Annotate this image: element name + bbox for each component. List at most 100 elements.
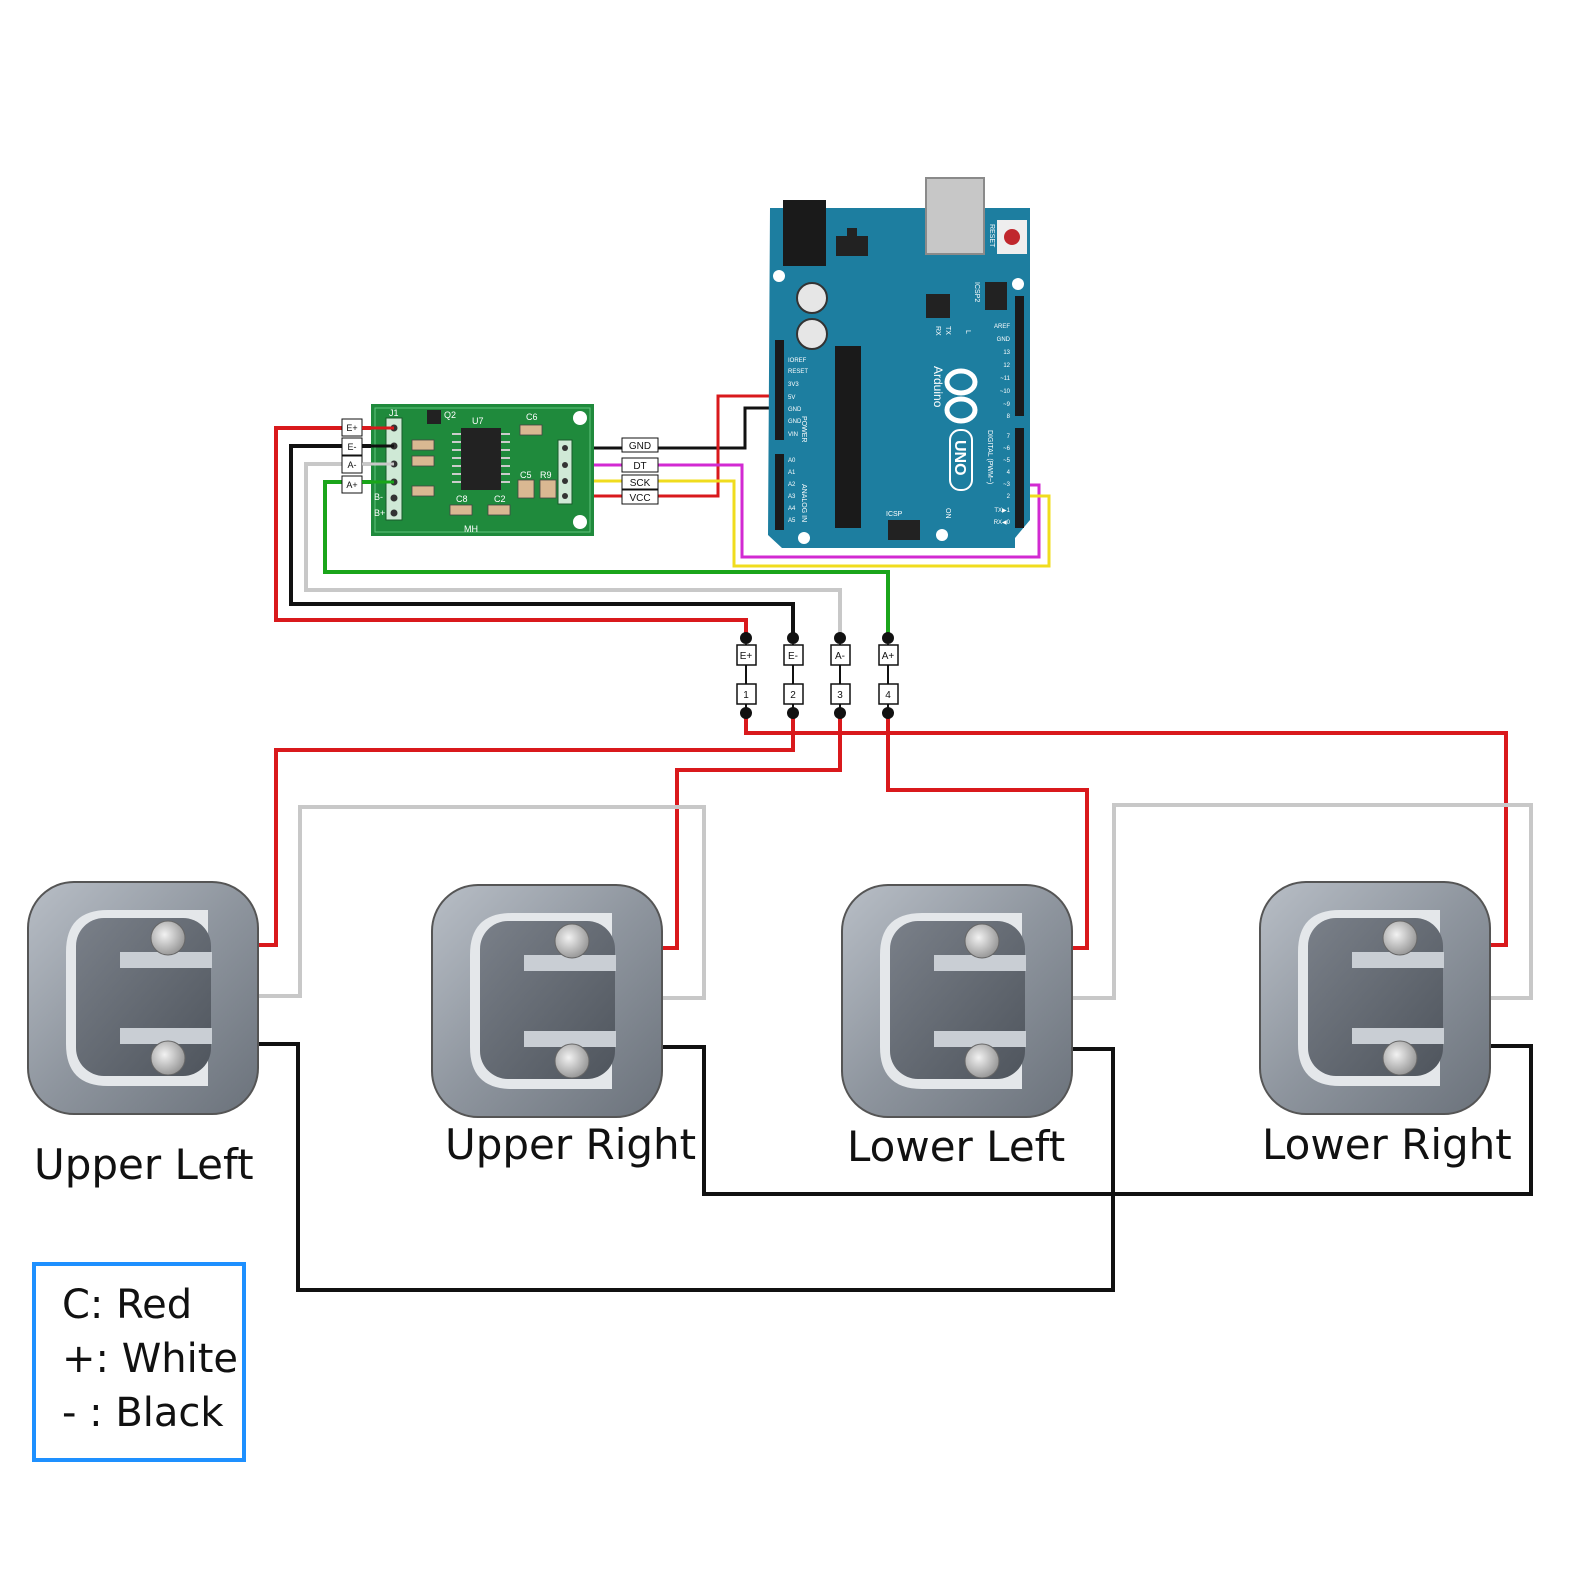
connector-number-3: 3 <box>837 690 843 701</box>
load-cell-lower-right <box>1259 881 1491 1115</box>
connector-number-1: 1 <box>743 690 749 701</box>
pin-d11: ~11 <box>1000 376 1010 382</box>
pin-d13: 13 <box>1003 350 1010 356</box>
pin-d5: ~5 <box>1003 458 1011 464</box>
legend-line-red: C: Red <box>62 1282 193 1328</box>
legend-line-white: +: White <box>62 1336 239 1382</box>
arduino-brand-label: Arduino <box>931 366 945 408</box>
hx711-out-vcc: VCC <box>629 493 650 504</box>
wire-a-minus-white <box>304 462 842 637</box>
pin-d9: ~9 <box>1003 402 1011 408</box>
usb-port <box>925 177 985 255</box>
hx711-out-dt: DT <box>633 461 646 472</box>
hx711-pin-e-minus: E- <box>348 442 357 452</box>
pin-d7: 7 <box>1007 434 1011 440</box>
arduino-power-label: POWER <box>800 416 807 442</box>
pin-d2: 2 <box>1007 494 1011 500</box>
pin-a4: A4 <box>788 506 796 512</box>
hx711-out-sck: SCK <box>630 478 651 489</box>
hx711-to-connector-wires <box>274 426 890 637</box>
hx711-pin-b-minus: B- <box>374 492 383 502</box>
hx711-label-c2: C2 <box>494 494 506 504</box>
wire-e-plus-red <box>274 426 748 637</box>
connector-block: E+ E- A- A+ 1 2 3 4 <box>736 632 899 719</box>
wire-white-ll-lr <box>1072 803 1533 1000</box>
arduino-icsp-label: ICSP <box>886 511 903 518</box>
connector-number-2: 2 <box>790 690 796 701</box>
pin-5v: 5V <box>788 395 795 401</box>
connector-terminal-4 <box>878 632 899 719</box>
connector-terminal-1 <box>736 632 757 719</box>
wire-red-lower-left <box>886 714 1089 950</box>
arduino-model-label: UNO <box>951 440 968 476</box>
label-lower-left: Lower Left <box>847 1122 1066 1171</box>
connector-number-4: 4 <box>885 690 891 701</box>
pin-d12: 12 <box>1003 363 1010 369</box>
hx711-label-c6: C6 <box>526 412 538 422</box>
hx711-pin-a-minus: A- <box>348 460 357 470</box>
arduino-digital-label: DIGITAL (PWM~) <box>986 430 993 484</box>
hx711-label-mh: MH <box>464 524 478 534</box>
connector-label-e-plus: E+ <box>740 651 753 662</box>
arduino-led-on: ON <box>944 508 951 519</box>
pin-aref: AREF <box>994 324 1010 330</box>
pin-3v3: 3V3 <box>788 382 799 388</box>
load-cell-lower-left <box>841 884 1073 1118</box>
arduino-led-tx: TX <box>944 326 951 335</box>
arduino-reset-label: RESET <box>988 224 995 248</box>
arduino-uno-board: UNO Arduino POWER ANALOG IN DIGITAL (PWM… <box>768 177 1030 548</box>
pin-rx0: RX◀0 <box>994 520 1011 526</box>
wire-white-ul-ur <box>258 805 706 1000</box>
label-lower-right: Lower Right <box>1262 1120 1512 1169</box>
pin-d8: 8 <box>1007 414 1011 420</box>
hx711-label-j1: J1 <box>389 408 399 418</box>
pin-vin: VIN <box>788 432 798 438</box>
hx711-label-r9: R9 <box>540 470 552 480</box>
arduino-led-rx: RX <box>934 326 941 336</box>
wire-e-minus-black <box>289 444 795 637</box>
pin-a0: A0 <box>788 458 796 464</box>
wire-color-legend: C: Red +: White - : Black <box>32 1262 246 1462</box>
pin-gnd-2: GND <box>788 419 802 425</box>
wire-black-ul-ll <box>258 1042 1115 1292</box>
connector-terminal-3 <box>830 632 851 719</box>
wire-red-lower-right <box>744 714 1508 947</box>
wire-dt-magenta <box>566 463 1041 559</box>
wire-a-plus-green <box>323 480 890 637</box>
hx711-label-u7: U7 <box>472 416 484 426</box>
hx711-label-q2: Q2 <box>444 410 456 420</box>
pin-a5: A5 <box>788 518 796 524</box>
load-cell-upper-right <box>431 884 663 1118</box>
hx711-pin-b-plus: B+ <box>374 508 385 518</box>
connector-label-a-plus: A+ <box>882 651 895 662</box>
pin-reset: RESET <box>788 369 808 375</box>
pin-tx1: TX▶1 <box>994 508 1010 514</box>
connector-terminal-2 <box>783 632 804 719</box>
legend-line-black: - : Black <box>62 1390 224 1436</box>
pin-gnd-1: GND <box>788 407 802 413</box>
arduino-icsp2-label: ICSP2 <box>973 282 980 302</box>
arduino-infinity-logo <box>944 368 978 424</box>
hx711-out-gnd: GND <box>629 441 651 452</box>
label-upper-left: Upper Left <box>34 1140 254 1189</box>
hx711-pin-a-plus: A+ <box>346 480 357 490</box>
wire-red-upper-left <box>258 714 795 947</box>
pin-d6: ~6 <box>1003 446 1011 452</box>
pin-ioref: IOREF <box>788 358 807 364</box>
pin-d3: ~3 <box>1003 482 1011 488</box>
pin-a1: A1 <box>788 470 796 476</box>
arduino-led-l: L <box>964 330 971 334</box>
connector-label-e-minus: E- <box>788 651 798 662</box>
hx711-module: J1 U7 Q2 C6 R9 C8 C2 C5 MH E+ E- A- A+ B… <box>341 404 594 536</box>
pin-gnd-d: GND <box>997 337 1011 343</box>
hx711-label-c5: C5 <box>520 470 532 480</box>
hx711-label-c8: C8 <box>456 494 468 504</box>
hx711-pin-e-plus: E+ <box>346 423 357 433</box>
wire-black-ur-lr <box>663 1044 1533 1196</box>
connector-label-a-minus: A- <box>835 651 845 662</box>
wire-red-upper-right <box>663 714 842 950</box>
pin-d10: ~10 <box>1000 389 1011 395</box>
load-cell-wires <box>258 714 1533 1292</box>
